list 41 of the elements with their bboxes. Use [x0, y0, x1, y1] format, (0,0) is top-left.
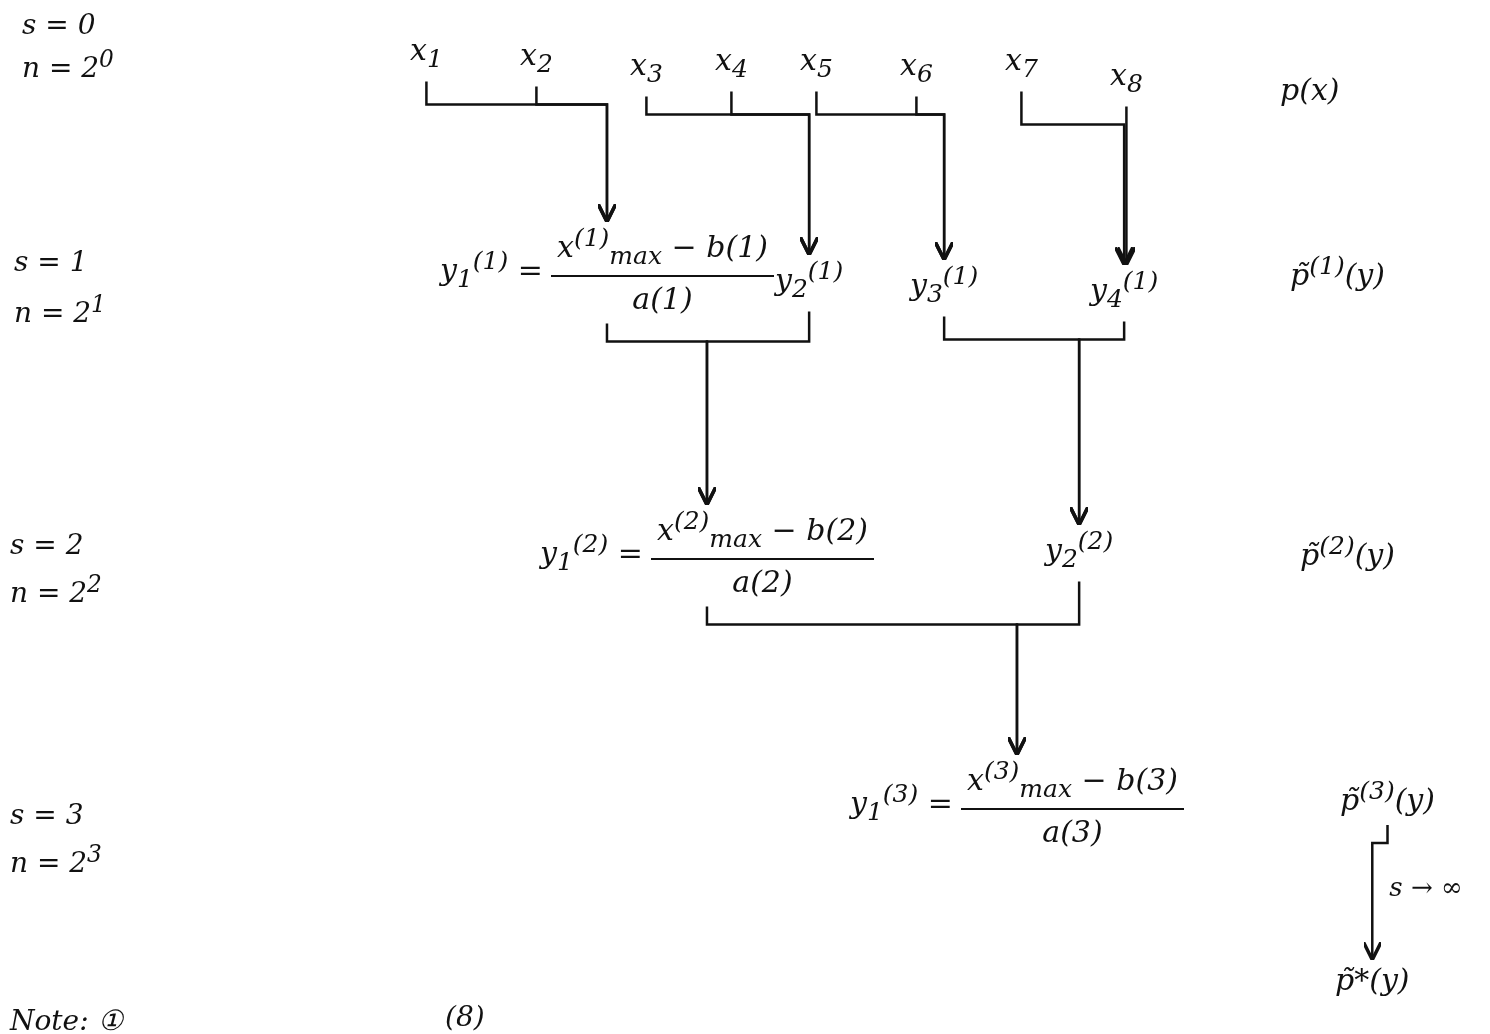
level-label: n = 2$^{0}$ [22, 45, 114, 85]
numerator: x$^{(2)}$$_{max}$ − b(2) [650, 505, 874, 560]
math-symbol: x$_{1}$ [410, 30, 443, 76]
bracket-arrow [1006, 581, 1081, 757]
bracket-arrow [1361, 825, 1389, 962]
math-symbol: x$_{6}$ [900, 45, 933, 91]
math-symbol: p̃*(y) [1335, 960, 1410, 999]
level-label: n = 2$^{3}$ [10, 840, 102, 880]
level-label: Note: ① [10, 1004, 123, 1034]
level-label: s = 0 [22, 8, 96, 41]
bracket-arrow [730, 91, 820, 257]
level-label: (8) [445, 1000, 485, 1033]
math-symbol: x$_{8}$ [1110, 55, 1143, 101]
level-label: n = 2$^{1}$ [14, 290, 106, 330]
denominator: a(2) [732, 562, 793, 601]
formula-term: y$_{1}$$^{(2)}$ = [540, 534, 643, 570]
bracket-arrow [915, 96, 955, 262]
math-symbol: p(x) [1280, 70, 1340, 109]
level-label: s = 3 [10, 798, 84, 831]
math-symbol: p̃$^{(2)}$(y) [1300, 530, 1395, 574]
math-symbol: p̃$^{(1)}$(y) [1290, 250, 1385, 294]
math-symbol: x$_{2}$ [520, 35, 553, 81]
math-symbol: x$_{7}$ [1005, 40, 1038, 86]
formula-term: y$_{1}$$^{(1)}$ = [440, 251, 543, 287]
denominator: a(3) [1042, 812, 1103, 851]
denominator: a(1) [632, 279, 693, 318]
bracket-arrow [535, 86, 618, 224]
bracket-arrow [1115, 106, 1137, 267]
bracket-arrow [1020, 91, 1135, 267]
numerator: x$^{(3)}$$_{max}$ − b(3) [960, 755, 1184, 810]
math-symbol: x$_{5}$ [800, 40, 833, 86]
numerator: x$^{(1)}$$_{max}$ − b(1) [550, 222, 774, 277]
level-label: n = 2$^{2}$ [10, 570, 102, 610]
math-symbol: p̃$^{(3)}$(y) [1340, 775, 1435, 819]
bracket-arrow [1068, 321, 1126, 527]
level-label: s = 2 [10, 528, 84, 561]
math-symbol: x$_{4}$ [715, 40, 748, 86]
bracket-arrow [696, 311, 811, 507]
formula-term: y$_{1}$$^{(3)}$ = [850, 784, 953, 820]
math-symbol: x$_{3}$ [630, 45, 663, 91]
level-label: s = 1 [14, 245, 88, 278]
